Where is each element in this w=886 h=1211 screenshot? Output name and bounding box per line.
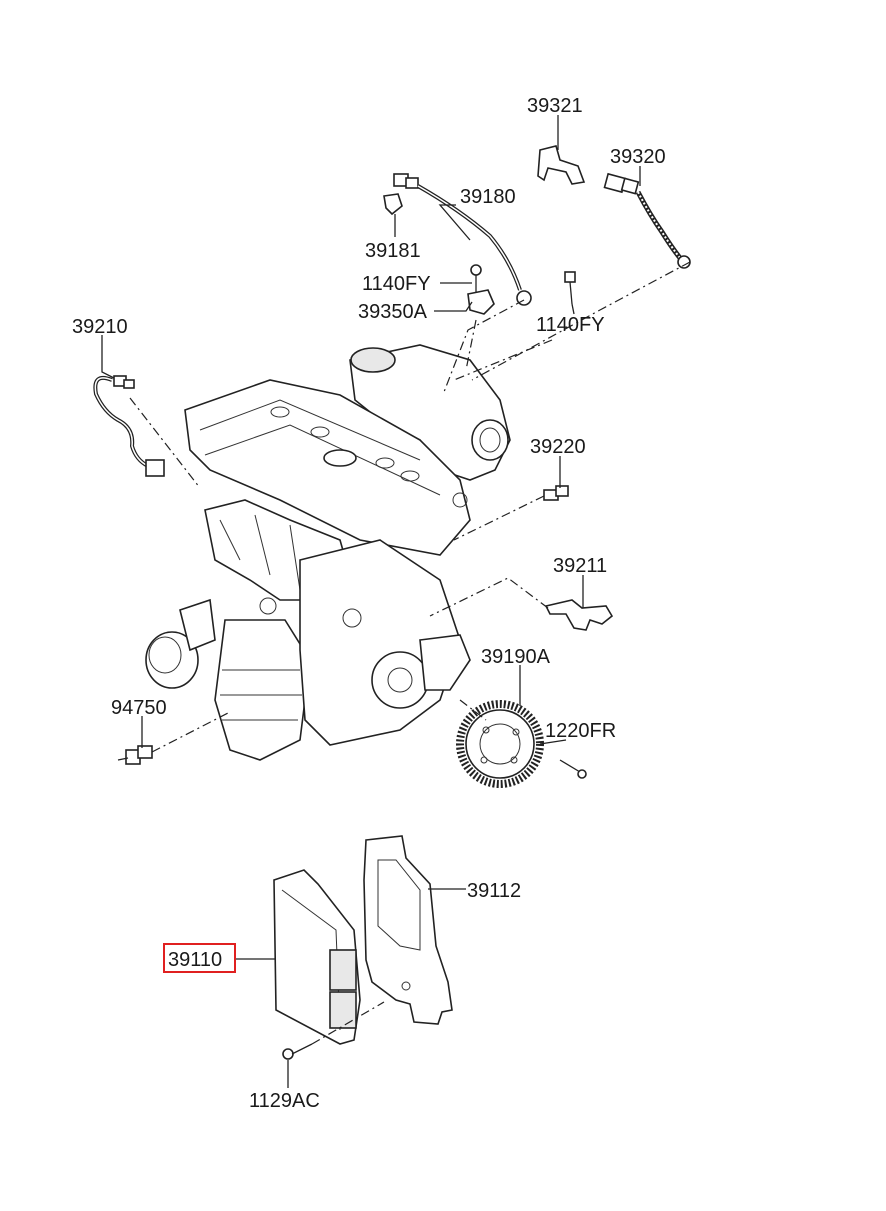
ecu-unit-39110-icon	[273, 869, 361, 1045]
bolt-1140fy-a-icon	[470, 264, 482, 292]
bolt-1140fy-b-icon	[564, 271, 576, 305]
part-label-39321[interactable]: 39321	[527, 95, 583, 117]
part-label-39211[interactable]: 39211	[553, 555, 607, 577]
part-label-39112[interactable]: 39112	[467, 880, 521, 902]
sensor-39180-icon	[393, 173, 532, 306]
bracket-39321-icon	[537, 145, 586, 185]
part-label-39181[interactable]: 39181	[365, 240, 421, 262]
engine-assembly	[145, 344, 511, 761]
part-label-1129ac[interactable]: 1129AC	[249, 1090, 320, 1112]
part-label-39110[interactable]: 39110	[168, 949, 222, 971]
sensor-39320-icon	[603, 172, 691, 269]
part-label-39190a[interactable]: 39190A	[481, 646, 551, 668]
dashed-guide-lines	[129, 261, 691, 1045]
ring-gear-39190a-icon	[456, 700, 544, 788]
part-label-39320[interactable]: 39320	[610, 146, 666, 168]
sensor-39350a-icon	[467, 289, 495, 315]
part-labels: 39321 39320 39180 39181 1140FY 39350A 11…	[72, 95, 666, 1112]
leader-lines	[101, 115, 641, 1088]
screw-1220fr-icon	[559, 759, 587, 779]
part-label-39220[interactable]: 39220	[530, 436, 586, 458]
part-label-1140fy-a[interactable]: 1140FY	[362, 273, 431, 295]
ecu-bracket-39112-icon	[363, 835, 453, 1025]
screw-1129ac-icon	[282, 1043, 313, 1060]
bracket-39211-icon	[544, 599, 614, 631]
part-label-94750[interactable]: 94750	[111, 697, 167, 719]
clip-39181-icon	[383, 193, 403, 216]
part-label-39210[interactable]: 39210	[72, 316, 128, 338]
sensor-39220-icon	[543, 485, 569, 501]
part-label-1140fy-b[interactable]: 1140FY	[536, 314, 605, 336]
sensor-94750-icon	[117, 745, 153, 765]
part-label-39180[interactable]: 39180	[460, 186, 516, 208]
part-label-39350a[interactable]: 39350A	[358, 301, 428, 323]
selected-part-highlight	[163, 943, 236, 973]
part-label-1220fr[interactable]: 1220FR	[545, 720, 616, 742]
o2-sensor-39210-icon	[93, 375, 165, 477]
